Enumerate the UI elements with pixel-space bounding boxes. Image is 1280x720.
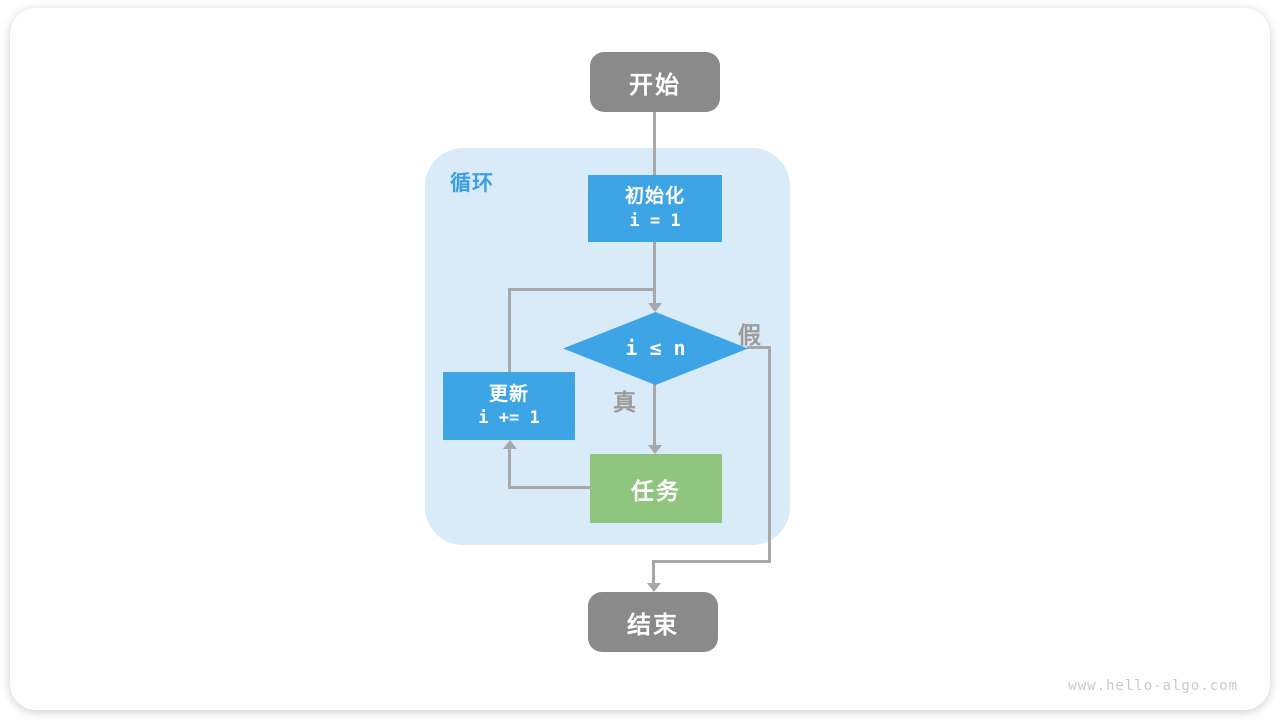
end-node: 结束: [588, 592, 718, 652]
init-node: 初始化 i = 1: [588, 175, 722, 242]
init-node-title: 初始化: [624, 186, 685, 208]
edge-false-horizontal-top: [747, 346, 771, 349]
edge-false-vertical: [768, 346, 771, 563]
task-node: 任务: [590, 454, 722, 523]
update-node: 更新 i += 1: [443, 372, 575, 440]
arrowhead-into-task: [648, 445, 662, 454]
start-node-label: 开始: [629, 71, 681, 99]
loop-region-label: 循环: [450, 172, 494, 195]
true-edge-label: 真: [613, 389, 636, 415]
update-node-title: 更新: [488, 383, 529, 405]
edge-task-to-update-vertical: [508, 449, 511, 489]
start-node: 开始: [590, 52, 720, 112]
end-node-label: 结束: [627, 611, 679, 639]
false-edge-label: 假: [738, 322, 761, 348]
edge-init-to-condition: [653, 241, 656, 303]
edge-task-to-update-horizontal: [508, 486, 591, 489]
edge-false-to-end: [652, 560, 655, 584]
edge-update-feedback-horizontal: [508, 288, 656, 291]
arrowhead-into-end: [647, 583, 661, 592]
edge-update-feedback-vertical: [508, 288, 511, 372]
init-node-code: i = 1: [629, 210, 681, 231]
edge-false-horizontal-bottom: [652, 560, 771, 563]
edge-condition-to-task: [653, 384, 656, 445]
task-node-label: 任务: [631, 477, 681, 504]
watermark: www.hello-algo.com: [1068, 678, 1238, 694]
arrowhead-into-condition: [648, 303, 662, 312]
edge-start-to-init: [653, 110, 656, 176]
condition-code: i ≤ n: [625, 336, 686, 360]
update-node-code: i += 1: [478, 408, 540, 429]
arrowhead-into-update: [503, 440, 517, 449]
